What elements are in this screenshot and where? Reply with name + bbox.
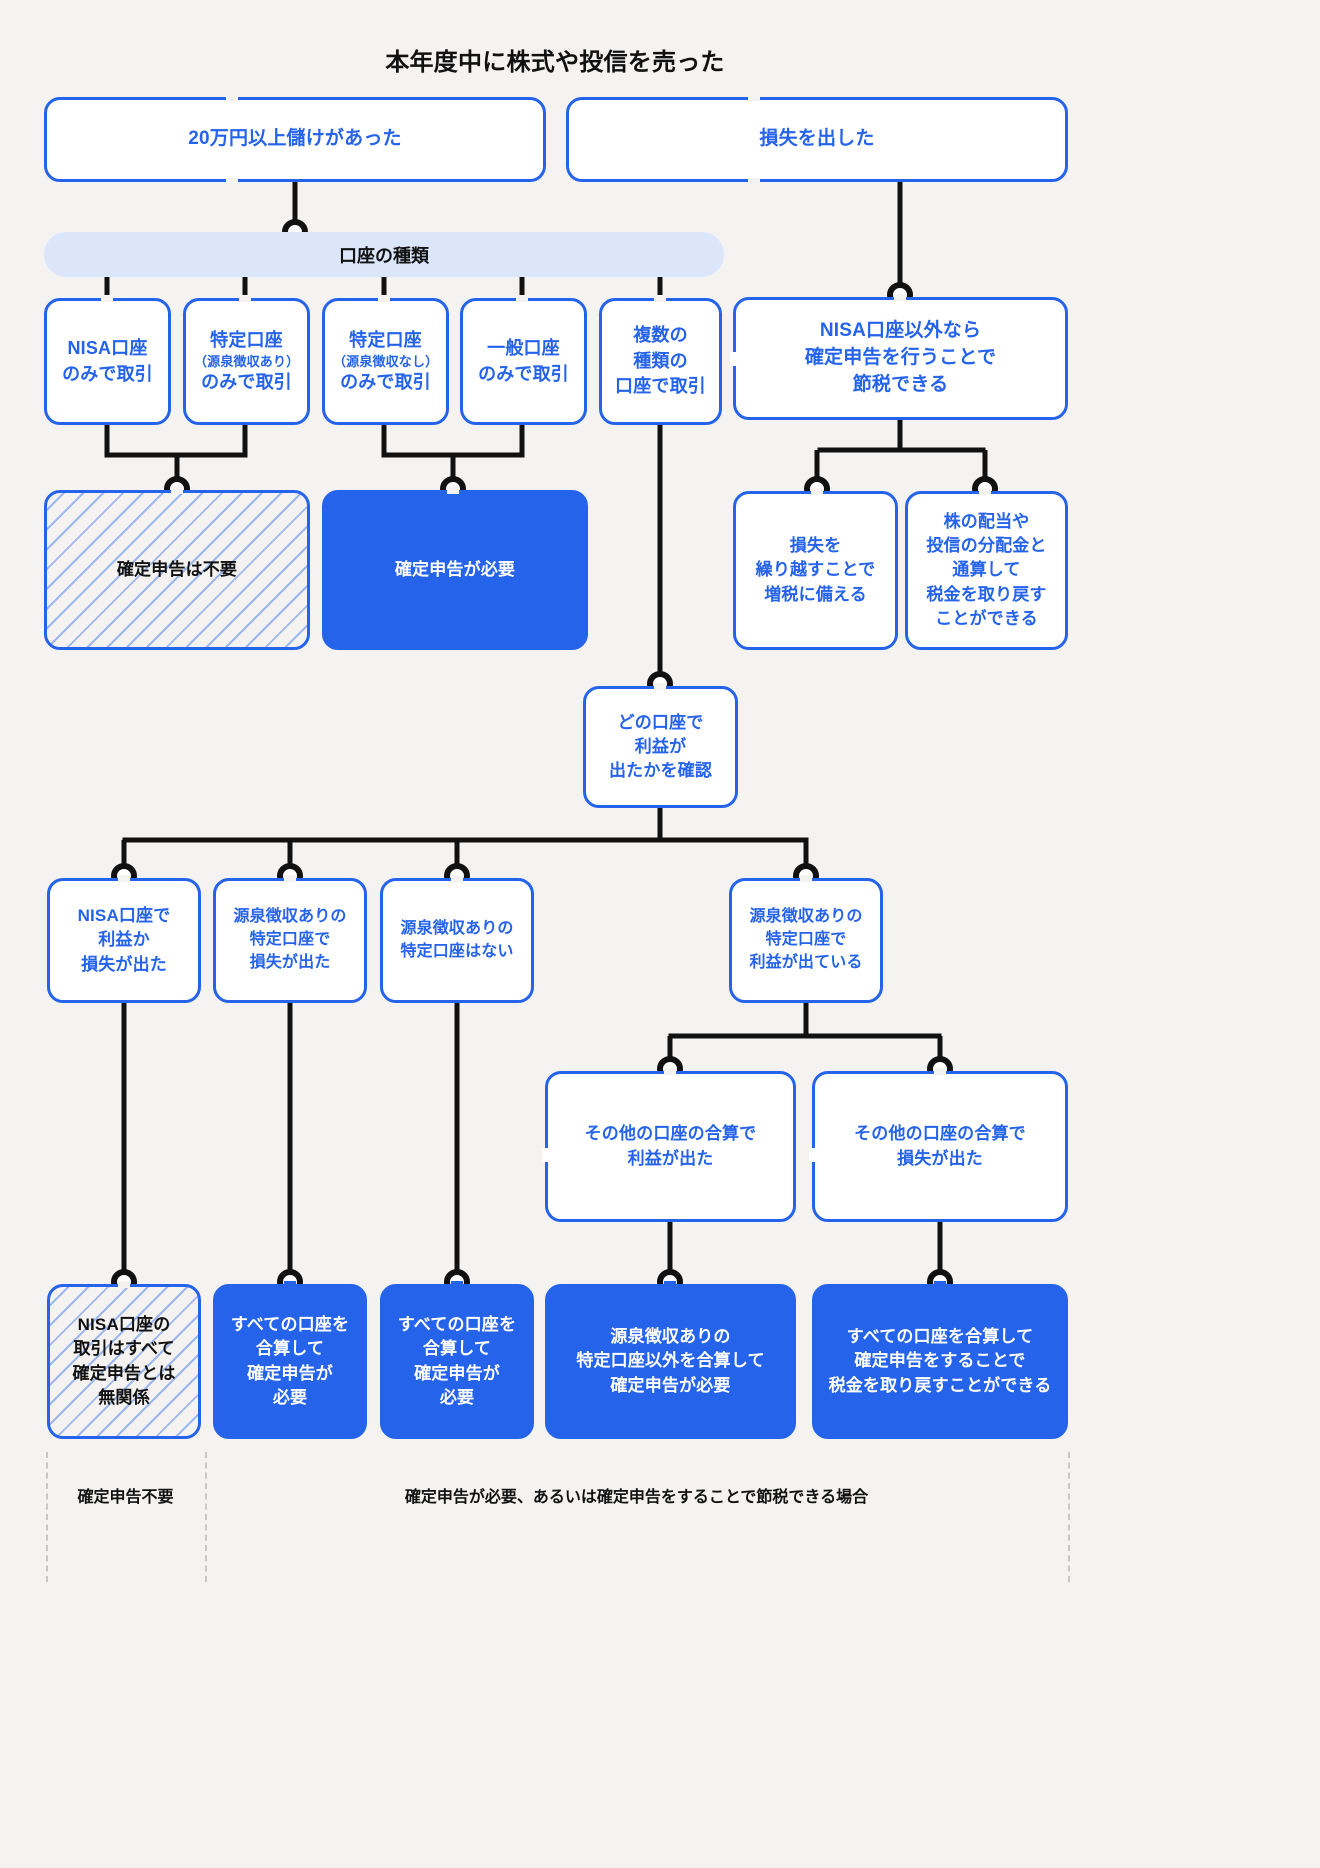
loss-branch-headline[interactable]: NISA口座以外なら 確定申告を行うことで 節税できる [733,297,1068,420]
account-type-ippan-only-line2: のみで取引 [478,363,569,384]
border-gap [748,178,760,185]
border-gap [171,487,183,494]
check-child-nisa-profit-loss-label: NISA口座で 利益か 損失が出た [77,906,171,974]
account-type-multiple[interactable]: 複数の 種類の 口座で取引 [599,298,722,425]
border-gap [226,178,238,185]
check-child-nisa-profit-loss[interactable]: NISA口座で 利益か 損失が出た [47,878,201,1003]
border-gap [748,94,760,101]
loss-outcome-carry-forward[interactable]: 損失を 繰り越すことで 増税に備える [733,491,898,650]
check-child-no-withholding-account[interactable]: 源泉徴収ありの 特定口座はない [380,878,534,1003]
outcome-sum-all-refund[interactable]: すべての口座を合算して 確定申告をすることで 税金を取り戻すことができる [812,1284,1068,1439]
outcome-sum-all-1-label: すべての口座を 合算して 確定申告が 必要 [230,1315,350,1407]
border-gap [516,295,528,302]
account-type-tokutei-without-line1: 特定口座 [349,330,422,351]
border-gap [894,294,906,301]
legend-divider [205,1452,207,1582]
outcome-sum-all-2-label: すべての口座を 合算して 確定申告が 必要 [397,1315,517,1407]
check-child-withholding-loss-label: 源泉徴収ありの 特定口座で 損失が出た [233,908,347,971]
other-accounts-loss-label: その他の口座の合算で 損失が出た [854,1124,1026,1168]
outcome-nisa-irrelevant-label: NISA口座の 取引はすべて 確定申告とは 無関係 [72,1315,176,1407]
account-type-banner-label: 口座の種類 [339,245,429,266]
account-type-tokutei-without-sub: （源泉徴収なし） [333,353,439,369]
account-type-nisa-only[interactable]: NISA口座 のみで取引 [44,298,171,425]
check-child-withholding-profit-label: 源泉徴収ありの 特定口座で 利益が出ている [749,908,863,971]
page-title: 本年度中に株式や投信を売った [385,49,725,76]
loss-branch-headline-label: NISA口座以外なら 確定申告を行うことで 節税できる [804,320,997,395]
border-gap [809,1148,816,1162]
outcome-sum-except-withholding[interactable]: 源泉徴収ありの 特定口座以外を合算して 確定申告が必要 [545,1284,796,1439]
border-gap [451,875,463,882]
check-which-account-label: どの口座で 利益が 出たかを確認 [608,712,713,781]
border-gap [118,1281,130,1288]
account-type-tokutei-without-line2: のみで取引 [340,372,431,393]
other-accounts-profit-label: その他の口座の合算で 利益が出た [584,1124,757,1168]
border-gap [378,295,390,302]
branch-profit-label: 20万円以上儲けがあった [188,128,402,150]
branch-profit[interactable]: 20万円以上儲けがあった [44,97,546,182]
account-type-nisa-only-line1: NISA口座 [67,337,148,358]
border-gap [934,1068,946,1075]
border-gap [800,875,812,882]
outcome-no-filing[interactable]: 確定申告は不要 [44,490,310,650]
account-type-banner: 口座の種類 [44,232,724,277]
account-type-tokutei-with-line2: のみで取引 [201,372,292,393]
outcome-sum-all-refund-label: すべての口座を合算して 確定申告をすることで 税金を取り戻すことができる [828,1327,1052,1395]
border-gap [451,1281,463,1288]
legend-divider [1068,1452,1070,1582]
account-type-tokutei-with-sub: （源泉徴収あり） [194,353,300,369]
border-gap [934,1281,946,1288]
border-gap [664,1281,676,1288]
border-gap [664,1068,676,1075]
other-accounts-profit[interactable]: その他の口座の合算で 利益が出た [545,1071,796,1222]
other-accounts-loss[interactable]: その他の口座の合算で 損失が出た [812,1071,1068,1222]
account-type-ippan-only[interactable]: 一般口座 のみで取引 [460,298,587,425]
border-gap [226,94,238,101]
account-type-nisa-only-line2: のみで取引 [62,363,153,384]
check-child-withholding-profit[interactable]: 源泉徴収ありの 特定口座で 利益が出ている [729,878,883,1003]
account-type-tokutei-with-line1: 特定口座 [210,330,283,351]
loss-outcome-carry-forward-label: 損失を 繰り越すことで 増税に備える [755,536,876,604]
account-type-tokutei-with[interactable]: 特定口座 （源泉徴収あり） のみで取引 [183,298,310,425]
account-type-tokutei-without[interactable]: 特定口座 （源泉徴収なし） のみで取引 [322,298,449,425]
border-gap [979,488,991,495]
account-type-ippan-only-line1: 一般口座 [487,337,560,358]
loss-outcome-offset-dividends[interactable]: 株の配当や 投信の分配金と 通算して 税金を取り戻す ことができる [905,491,1068,650]
border-gap [284,1281,296,1288]
border-gap [654,295,666,302]
account-type-multiple-label: 複数の 種類の 口座で取引 [615,325,706,397]
outcome-sum-all-2[interactable]: すべての口座を 合算して 確定申告が 必要 [380,1284,534,1439]
legend-filing-needed: 確定申告が必要、あるいは確定申告をすることで節税できる場合 [404,1489,869,1506]
outcome-need-filing-label: 確定申告が必要 [394,559,516,579]
branch-loss-label: 損失を出した [759,128,875,150]
branch-loss[interactable]: 損失を出した [566,97,1068,182]
border-gap [654,683,666,690]
border-gap [730,352,737,366]
check-child-withholding-loss[interactable]: 源泉徴収ありの 特定口座で 損失が出た [213,878,367,1003]
outcome-sum-except-withholding-label: 源泉徴収ありの 特定口座以外を合算して 確定申告が必要 [576,1327,765,1395]
border-gap [447,487,459,494]
outcome-sum-all-1[interactable]: すべての口座を 合算して 確定申告が 必要 [213,1284,367,1439]
outcome-need-filing[interactable]: 確定申告が必要 [322,490,588,650]
legend-divider [46,1452,48,1582]
border-gap [542,1148,549,1162]
border-gap [239,295,251,302]
check-which-account[interactable]: どの口座で 利益が 出たかを確認 [583,686,738,808]
border-gap [118,875,130,882]
border-gap [101,295,113,302]
outcome-no-filing-label: 確定申告は不要 [116,559,238,579]
loss-outcome-offset-dividends-label: 株の配当や 投信の分配金と 通算して 税金を取り戻す ことができる [926,512,1047,628]
border-gap [284,875,296,882]
outcome-nisa-irrelevant[interactable]: NISA口座の 取引はすべて 確定申告とは 無関係 [47,1284,201,1439]
legend-no-filing: 確定申告不要 [77,1489,174,1506]
check-child-no-withholding-account-label: 源泉徴収ありの 特定口座はない [400,919,514,960]
border-gap [811,488,823,495]
